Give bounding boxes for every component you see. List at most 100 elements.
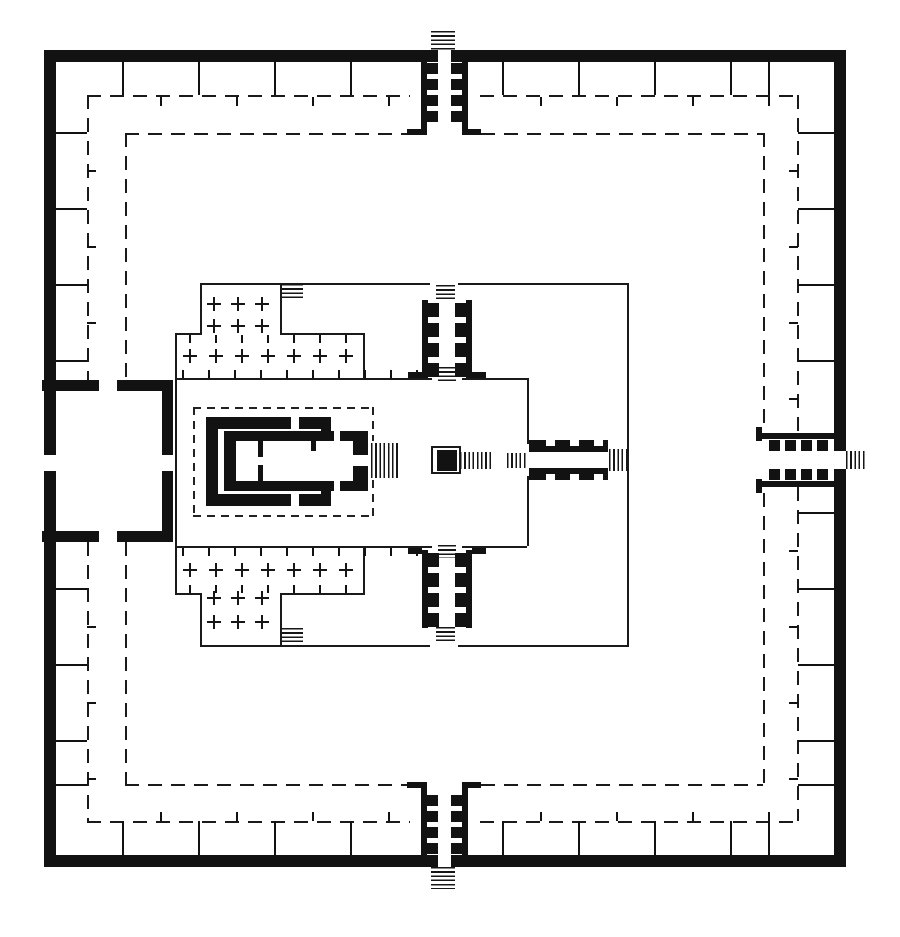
cloister-inner-south-east: [481, 784, 763, 786]
cloister-bay-tick-east-0: [798, 132, 834, 134]
cloister-outer-west-north: [87, 95, 89, 380]
south-gate-column: [427, 843, 438, 854]
cloister-bay-tick-east-7: [798, 740, 834, 742]
hall-partition-north-b: [311, 441, 316, 451]
east-outer-gate-jamb-north: [762, 433, 846, 439]
cloister-stub-north-4: [540, 97, 542, 106]
north-hall-upper-column: [231, 297, 245, 311]
outer-wall-right-lower: [834, 469, 846, 867]
cloister-bay-tick-east-8: [798, 784, 834, 786]
south-gate-jamb-west: [421, 782, 427, 867]
cloister-stub-east-1: [789, 246, 798, 248]
north-gate-flange-west: [407, 129, 421, 135]
hall-surround-west: [193, 407, 195, 517]
south-hall-upper-column: [207, 615, 221, 629]
north-hall-lower-column: [287, 349, 301, 363]
platform-east-edge-south: [527, 476, 529, 546]
outer-wall-right-upper: [834, 50, 846, 451]
south-gate-column: [427, 795, 438, 806]
cloister-bay-tick-east-1: [798, 208, 834, 210]
west-hall-wall-top-a: [42, 380, 99, 391]
platform-north-post-0: [182, 370, 184, 378]
inner-south-gate-column: [428, 593, 439, 607]
inner-north-gate-column: [455, 343, 466, 357]
cloister-bay-tick-north-8: [768, 61, 770, 95]
cloister-bay-tick-south-7: [730, 821, 732, 856]
east-outer-gate-column: [785, 440, 796, 451]
cloister-outer-north-west: [87, 95, 410, 97]
platform-east-edge-north: [527, 378, 529, 444]
south-hall-lower-column: [313, 563, 327, 577]
cloister-bay-tick-south-3: [350, 821, 352, 856]
south-hall-upper-column: [255, 591, 269, 605]
precinct-east-line: [627, 283, 629, 647]
south-hall-bottom-post-1: [215, 585, 217, 593]
cloister-bay-tick-east-6: [798, 664, 834, 666]
precinct-south-line-east: [458, 645, 627, 647]
inner-south-gate-steps-outer: [436, 627, 455, 643]
cloister-stub-south-7: [768, 812, 770, 821]
south-gate-column: [451, 843, 462, 854]
hall-surround-south: [193, 515, 373, 517]
east-outer-gate-column: [769, 469, 780, 480]
north-hall-lower-column: [183, 349, 197, 363]
inner-east-gate-notch: [546, 474, 555, 480]
south-gate-column: [451, 811, 462, 822]
inner-north-gate-column: [455, 363, 466, 377]
inner-south-gate-flange-east: [472, 548, 486, 554]
cloister-inner-west-south: [125, 542, 127, 784]
platform-south-post-5: [312, 548, 314, 556]
cloister-stub-south-1: [236, 812, 238, 821]
inner-south-gate-column: [455, 613, 466, 627]
south-hall-lower-bottom-west: [175, 593, 200, 595]
south-gate-flange-east: [467, 782, 481, 788]
platform-south-edge-east: [462, 546, 527, 548]
north-hall-top-post-4: [293, 335, 295, 343]
south-hall-bottom-post-5: [319, 585, 321, 593]
cloister-inner-north-east: [481, 133, 763, 135]
cloister-bay-tick-south-8: [768, 821, 770, 856]
inner-east-gate-notch: [570, 474, 579, 480]
cloister-bay-tick-north-3: [350, 61, 352, 95]
cloister-stub-west-0: [87, 170, 96, 172]
north-hall-lower-column: [235, 349, 249, 363]
precinct-notch-steps-north: [282, 284, 303, 299]
outer-wall-top-east: [451, 50, 845, 62]
west-hall-wall-top-b: [117, 380, 173, 391]
east-outer-gate-column: [817, 440, 828, 451]
hall-outer-wall-north-east: [299, 417, 331, 429]
platform-north-post-1: [208, 370, 210, 378]
cloister-bay-tick-north-5: [578, 61, 580, 95]
platform-south-post-0: [182, 548, 184, 556]
platform-west-edge: [175, 333, 177, 595]
south-hall-lower-column: [235, 563, 249, 577]
north-gate-flange-east: [467, 129, 481, 135]
north-hall-top-post-0: [189, 335, 191, 343]
north-gate-column: [427, 111, 438, 122]
cloister-bay-tick-north-0: [122, 61, 124, 95]
cloister-stub-north-3: [388, 97, 390, 106]
platform-north-post-5: [312, 370, 314, 378]
inner-south-gate-column: [428, 573, 439, 587]
south-hall-upper-column: [207, 591, 221, 605]
hall-outer-wall-south: [206, 494, 291, 506]
platform-south-post-7: [364, 548, 366, 556]
inner-south-gate-steps-inner: [438, 545, 456, 558]
north-hall-top-post-2: [241, 335, 243, 343]
north-hall-lower-east-edge: [363, 333, 365, 380]
platform-south-post-3: [260, 548, 262, 556]
north-hall-lower-column: [261, 349, 275, 363]
inner-north-gate-column: [428, 343, 439, 357]
cloister-inner-south-west: [125, 784, 407, 786]
north-hall-upper-column: [255, 319, 269, 333]
inner-south-gate-column: [455, 553, 466, 567]
platform-south-post-1: [208, 548, 210, 556]
cloister-bay-tick-west-1: [55, 208, 87, 210]
platform-north-edge-east: [462, 378, 527, 380]
north-gate-column: [451, 63, 462, 74]
west-hall-wall-bottom-a: [42, 531, 99, 542]
cloister-bay-tick-west-0: [55, 132, 87, 134]
precinct-notch-steps-south: [282, 628, 303, 644]
cloister-bay-tick-west-3: [55, 360, 87, 362]
